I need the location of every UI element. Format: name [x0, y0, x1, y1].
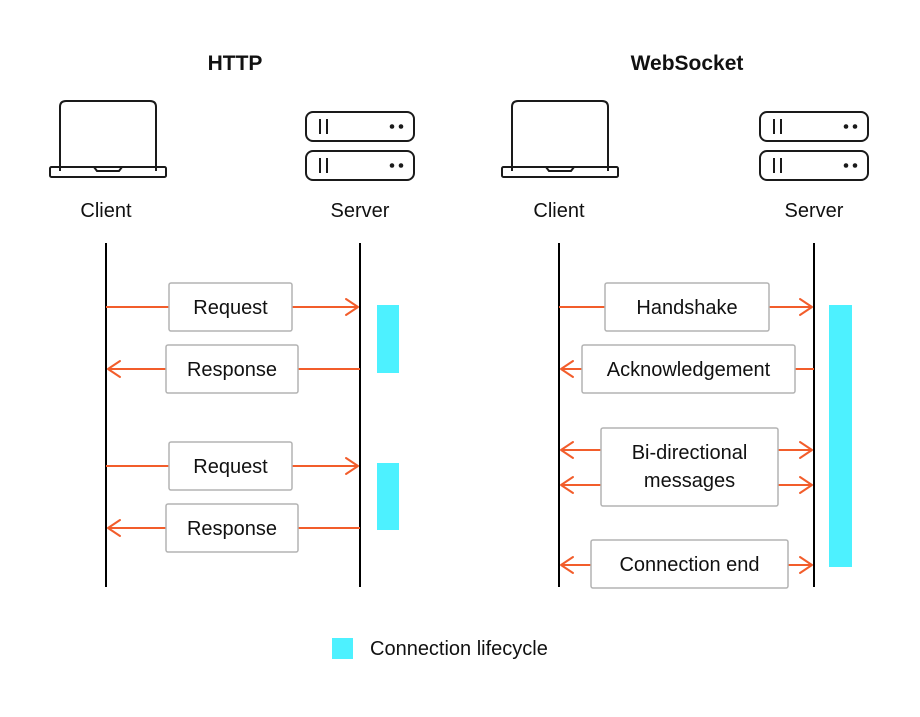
legend: Connection lifecycle [332, 638, 548, 660]
websocket-handshake-label: Handshake [636, 297, 737, 319]
http-request-label-2: Request [193, 456, 268, 478]
http-title: HTTP [208, 52, 263, 75]
http-response-label-2: Response [187, 518, 277, 540]
http-server-rack-icon [305, 111, 415, 181]
websocket-handshake-box [604, 282, 770, 332]
websocket-acknowledgement-box [581, 344, 796, 394]
http-request-label-1: Request [193, 297, 268, 319]
http-response-box-2 [165, 503, 299, 553]
legend-label: Connection lifecycle [370, 638, 548, 660]
http-client-laptop-icon [49, 100, 167, 178]
http-response-box-1 [165, 344, 299, 394]
http-lifecycle-bar-1 [377, 305, 399, 373]
websocket-server-label: Server [785, 200, 844, 222]
websocket-client-laptop-icon [501, 100, 619, 178]
websocket-title: WebSocket [631, 52, 744, 75]
websocket-server-rack-icon [759, 111, 869, 181]
http-response-label-1: Response [187, 359, 277, 381]
websocket-acknowledgement-label: Acknowledgement [607, 359, 771, 381]
websocket-diagram: WebSocket Client Server Handshake Acknow… [501, 52, 869, 589]
websocket-connection-end-label: Connection end [619, 554, 759, 576]
http-request-box-2 [168, 441, 293, 491]
http-client-label: Client [80, 200, 132, 222]
websocket-client-label: Client [533, 200, 585, 222]
http-server-label: Server [331, 200, 390, 222]
websocket-connection-end-box [590, 539, 789, 589]
http-request-box-1 [168, 282, 293, 332]
websocket-bidirectional-label-line-1: Bi-directional [632, 442, 748, 464]
websocket-bidirectional-label-line-2: messages [644, 470, 735, 492]
websocket-lifecycle-bar [829, 305, 852, 567]
http-diagram: HTTP Client Server Request Response [49, 52, 415, 587]
http-lifecycle-bar-2 [377, 463, 399, 530]
legend-swatch [332, 638, 353, 659]
websocket-bidirectional-box [600, 427, 779, 507]
